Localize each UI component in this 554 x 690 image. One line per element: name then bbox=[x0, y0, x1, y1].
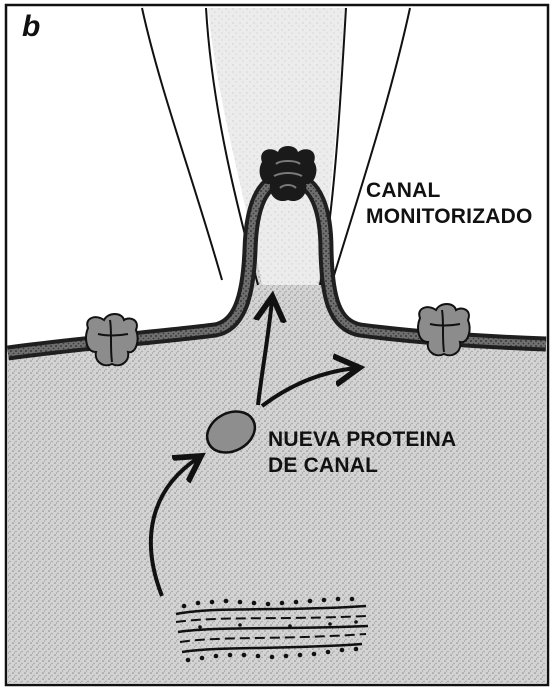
new-channel-protein-label-line-2: DE CANAL bbox=[268, 453, 456, 479]
new-channel-protein-label-line-1: NUEVA PROTEINA bbox=[268, 427, 456, 453]
monitored-channel-label: CANAL MONITORIZADO bbox=[366, 178, 533, 230]
monitored-channel-label-line-1: CANAL bbox=[366, 178, 533, 204]
new-channel-protein-label: NUEVA PROTEINA DE CANAL bbox=[268, 427, 456, 479]
panel-letter: b bbox=[22, 10, 41, 44]
monitored-channel-label-line-2: MONITORIZADO bbox=[366, 204, 533, 230]
